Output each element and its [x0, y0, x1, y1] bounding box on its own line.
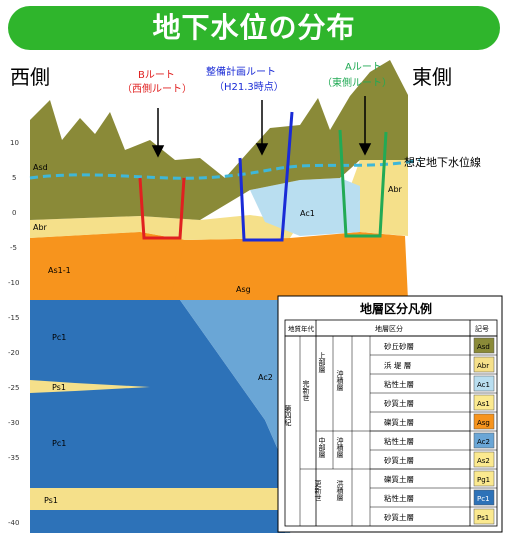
legend-row-name: 礫質土層 [384, 474, 414, 484]
legend-era-pleistocene: 更新世 [314, 480, 322, 501]
west-side-label: 西側 [10, 65, 50, 89]
plan-route-label: 整備計画ルート [206, 65, 276, 78]
layer-ac2 [180, 300, 300, 533]
y-tick: 5 [12, 174, 16, 182]
layer-label-as1-1: As1-1 [48, 266, 71, 275]
page-title: 地下水位の分布 [152, 11, 356, 44]
legend-row-name: 砂質土層 [384, 398, 414, 408]
legend-upper: 上部層 [318, 351, 326, 374]
y-tick: -25 [8, 384, 19, 392]
legend-row-name: 砂質土層 [384, 512, 414, 522]
a-route-sub: （東側ルート） [322, 76, 392, 89]
layer-label-abr-left: Abr [33, 223, 48, 232]
legend: 地層区分凡例 地質年代 地層区分 記号 第四紀 完新世 更新世 上部層 中部層 … [277, 295, 503, 533]
a-route-label: Aルート [345, 62, 382, 73]
y-tick: -30 [8, 419, 19, 427]
b-route-outline [138, 177, 186, 240]
layer-as1-1 [30, 232, 185, 300]
legend-row-code: Asd [477, 343, 490, 351]
layer-label-ps1-mid: Ps1 [52, 383, 66, 392]
water-table-line [29, 158, 421, 180]
legend-diluvial: 洪積層 [336, 479, 344, 502]
legend-row-name: 粘性土層 [384, 379, 414, 389]
legend-swatch-asg [473, 413, 495, 430]
legend-rows: 砂丘砂層 Asd 浜 堤 層 Abr 粘性土層 Ac1 砂質土層 As1 礫質土層 Asg 粘性土層… [370, 335, 497, 525]
plan-route-sub: （H21.3時点） [214, 81, 284, 93]
y-tick: 10 [10, 139, 19, 147]
layer-labels: Asd Abr Abr Ac1 As1-1 Asg Pc1 Ps1 Pc1 Ps… [33, 163, 403, 505]
water-table-label: 想定地下水位線 [404, 155, 481, 169]
legend-row-code: As2 [477, 457, 490, 465]
legend-swatch-ac1 [473, 375, 495, 392]
a-route-outline [338, 129, 388, 238]
legend-row-code: Ps1 [477, 514, 489, 522]
y-tick: -35 [8, 454, 19, 462]
layer-label-abr-right: Abr [388, 185, 403, 194]
title-banner: 地下水位の分布 [8, 6, 500, 50]
layer-label-asd: Asd [33, 163, 48, 172]
legend-swatch-ac2 [473, 432, 495, 449]
y-tick: 0 [12, 209, 16, 217]
y-tick: -20 [8, 349, 19, 357]
legend-row-name: 礫質土層 [384, 417, 414, 427]
b-route-label: Bルート [138, 70, 175, 81]
layer-label-pc1-top: Pc1 [52, 333, 66, 342]
legend-row-name: 浜 堤 層 [384, 360, 411, 370]
layer-label-ac2: Ac2 [258, 373, 273, 382]
legend-row-code: Ac1 [477, 381, 490, 389]
legend-swatch-asd [473, 337, 495, 354]
legend-swatch-ps1 [473, 508, 495, 525]
legend-title: 地層区分凡例 [360, 301, 432, 316]
legend-alluvial-upper: 沖積層 [336, 369, 344, 392]
legend-swatch-pg1 [473, 470, 495, 487]
legend-header-symbol: 記号 [475, 324, 489, 333]
layer-pc1 [30, 300, 300, 533]
plan-route-outline [238, 111, 294, 242]
legend-middle: 中部層 [318, 436, 326, 459]
legend-row-code: Ac2 [477, 438, 490, 446]
route-labels: Bルート （西側ルート） 整備計画ルート （H21.3時点） Aルート （東側ル… [122, 62, 392, 95]
east-side-label: 東側 [412, 65, 452, 89]
legend-swatch-pc1 [473, 489, 495, 506]
legend-row-code: Pc1 [477, 495, 490, 503]
legend-row-code: Asg [477, 419, 490, 427]
y-tick: -40 [8, 519, 19, 527]
legend-era-quaternary: 第四紀 [284, 404, 292, 426]
layer-abr-left [30, 215, 300, 240]
layer-asd [30, 60, 408, 220]
layer-label-asg: Asg [236, 285, 251, 294]
legend-swatch-abr [473, 356, 495, 373]
layer-ac1 [250, 178, 360, 236]
legend-era-holocene: 完新世 [302, 379, 310, 401]
legend-row-name: 砂丘砂層 [384, 341, 414, 351]
legend-header-era: 地質年代 [288, 324, 315, 333]
geologic-layers [30, 60, 408, 533]
legend-header-class: 地層区分 [375, 324, 403, 333]
y-axis: 10 5 0 -5 -10 -15 -20 -25 -30 -35 -40 [8, 139, 19, 527]
legend-swatch-as2 [473, 451, 495, 468]
y-tick: -5 [10, 244, 17, 252]
legend-row-code: Abr [477, 362, 489, 370]
legend-row-code: Pg1 [477, 476, 490, 484]
legend-row-name: 粘性土層 [384, 436, 414, 446]
layer-label-ac1: Ac1 [300, 209, 315, 218]
legend-row-name: 粘性土層 [384, 493, 414, 503]
layer-label-pc1-low: Pc1 [52, 439, 66, 448]
route-arrows [151, 96, 372, 158]
y-tick: -15 [8, 314, 19, 322]
layer-ps1-mid [30, 380, 150, 393]
layer-ps1-bottom [30, 488, 280, 510]
y-tick: -10 [8, 279, 19, 287]
layer-label-ps1-bottom: Ps1 [44, 496, 58, 505]
legend-row-name: 砂質土層 [384, 455, 414, 465]
legend-swatch-as1 [473, 394, 495, 411]
legend-row-code: As1 [477, 400, 490, 408]
b-route-sub: （西側ルート） [122, 82, 192, 95]
legend-alluvial-middle: 沖積層 [336, 436, 344, 459]
